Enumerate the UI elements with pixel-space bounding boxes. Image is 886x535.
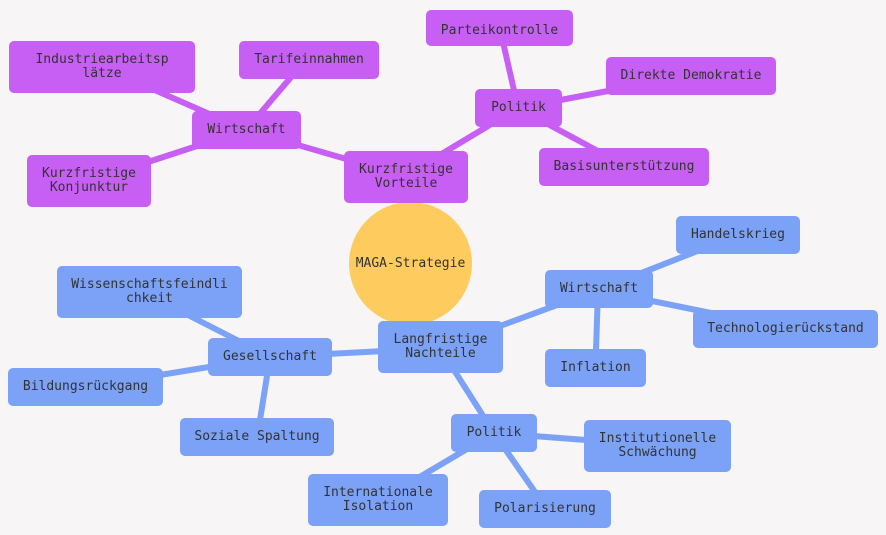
node-politik-short: Politik [475,89,562,127]
node-polarisierung: Polarisierung [479,490,611,528]
node-langfristige-nachteile: Langfristige Nachteile [378,321,503,373]
node-industriearbeitsplaetze: Industriearbeitsplätze [9,41,195,93]
node-wissenschaftsfeindlichkeit: Wissenschaftsfeindlichkeit [57,266,242,318]
node-basisunterstuetzung: Basisunterstützung [539,148,709,186]
node-technologierueckstand: Technologierückstand [693,310,878,348]
node-tarifeinnahmen: Tarifeinnahmen [239,41,379,79]
node-kurzfristige-konjunktur: Kurzfristige Konjunktur [27,155,151,207]
node-wirtschaft-long: Wirtschaft [545,270,653,308]
node-kurzfristige-vorteile: Kurzfristige Vorteile [344,151,468,203]
node-bildungsrueckgang: Bildungsrückgang [8,368,163,406]
node-direkte-demokratie: Direkte Demokratie [606,57,776,95]
node-gesellschaft: Gesellschaft [208,338,332,376]
center-node: MAGA-Strategie [349,202,472,325]
node-handelskrieg: Handelskrieg [676,216,800,254]
node-politik-long: Politik [451,414,537,452]
node-soziale-spaltung: Soziale Spaltung [180,418,334,456]
node-inflation: Inflation [545,349,646,387]
node-parteikontrolle: Parteikontrolle [426,10,573,46]
node-institutionelle-schwaechung: Institutionelle Schwächung [584,420,731,472]
node-internationale-isolation: Internationale Isolation [308,474,448,526]
node-wirtschaft-short: Wirtschaft [192,111,301,149]
